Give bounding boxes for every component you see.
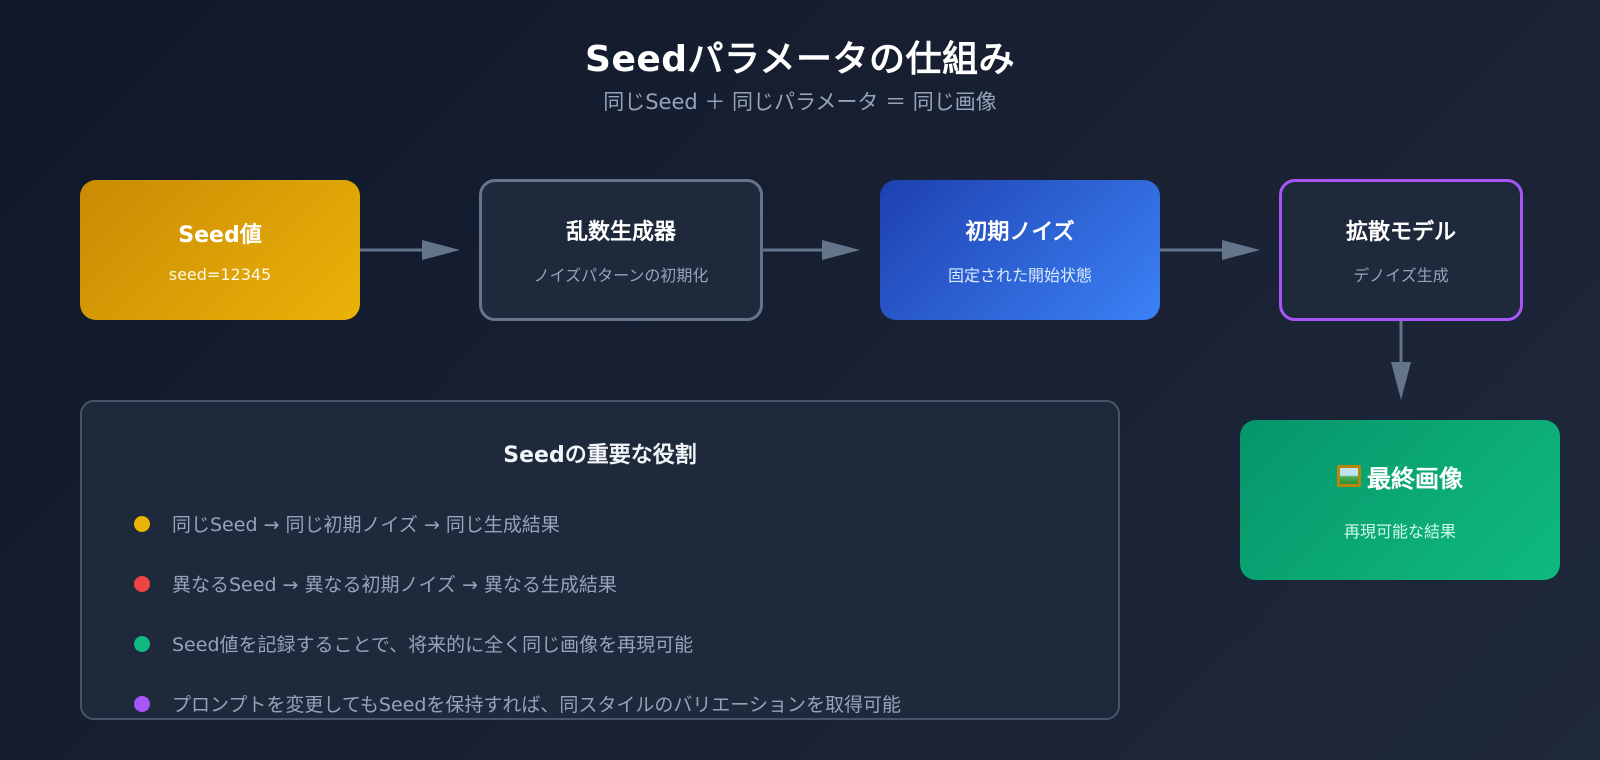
node-title: 乱数生成器 [565,220,676,245]
node-title: 拡散モデル [1345,220,1456,245]
node-initial-noise: 初期ノイズ 固定された開始状態 [880,180,1160,320]
node-final-image: 最終画像 再現可能な結果 [1240,420,1560,580]
node-title-row: 最終画像 [1337,459,1463,494]
node-title: 初期ノイズ [965,220,1075,245]
panel-title: Seedの重要な役割 [503,443,697,468]
node-subtitle: 再現可能な結果 [1343,521,1456,541]
list-item-text: プロンプトを変更してもSeedを保持すれば、同スタイルのバリエーションを取得可能 [172,694,902,716]
node-subtitle: seed=12345 [168,264,272,284]
arrow-model-to-final [1391,321,1411,400]
list-item: プロンプトを変更してもSeedを保持すれば、同スタイルのバリエーションを取得可能 [134,690,901,717]
framed-picture-icon [1337,465,1361,487]
list-item: Seed値を記録することで、将来的に全く同じ画像を再現可能 [134,630,693,657]
list-item: 同じSeed → 同じ初期ノイズ → 同じ生成結果 [134,510,560,537]
arrow-seed-to-rng [360,240,460,260]
node-subtitle: デノイズ生成 [1353,266,1449,285]
node-random-generator: 乱数生成器 ノイズパターンの初期化 [479,179,763,321]
list-item-text: Seed値を記録することで、将来的に全く同じ画像を再現可能 [172,634,694,656]
bullet-dot-red-icon [134,575,150,592]
bullet-dot-purple-icon [134,695,150,712]
page-title: Seedパラメータの仕組み [585,39,1015,80]
node-title: 最終画像 [1367,464,1463,493]
list-item-text: 同じSeed → 同じ初期ノイズ → 同じ生成結果 [172,514,560,536]
page-subtitle: 同じSeed ＋ 同じパラメータ ＝ 同じ画像 [603,90,997,114]
list-item-text: 異なるSeed → 異なる初期ノイズ → 異なる生成結果 [172,574,617,596]
node-title: Seed値 [178,222,262,248]
list-item: 異なるSeed → 異なる初期ノイズ → 異なる生成結果 [134,570,617,597]
node-seed-value: Seed値 seed=12345 [80,180,360,320]
seed-roles-panel: Seedの重要な役割 同じSeed → 同じ初期ノイズ → 同じ生成結果 異なる… [80,400,1120,720]
bullet-dot-green-icon [134,635,150,652]
bullet-dot-yellow-icon [134,515,150,532]
arrow-noise-to-model [1160,240,1260,260]
arrow-rng-to-noise [763,240,860,260]
node-subtitle: ノイズパターンの初期化 [533,266,709,285]
node-diffusion-model: 拡散モデル デノイズ生成 [1279,179,1523,321]
node-subtitle: 固定された開始状態 [947,266,1092,285]
